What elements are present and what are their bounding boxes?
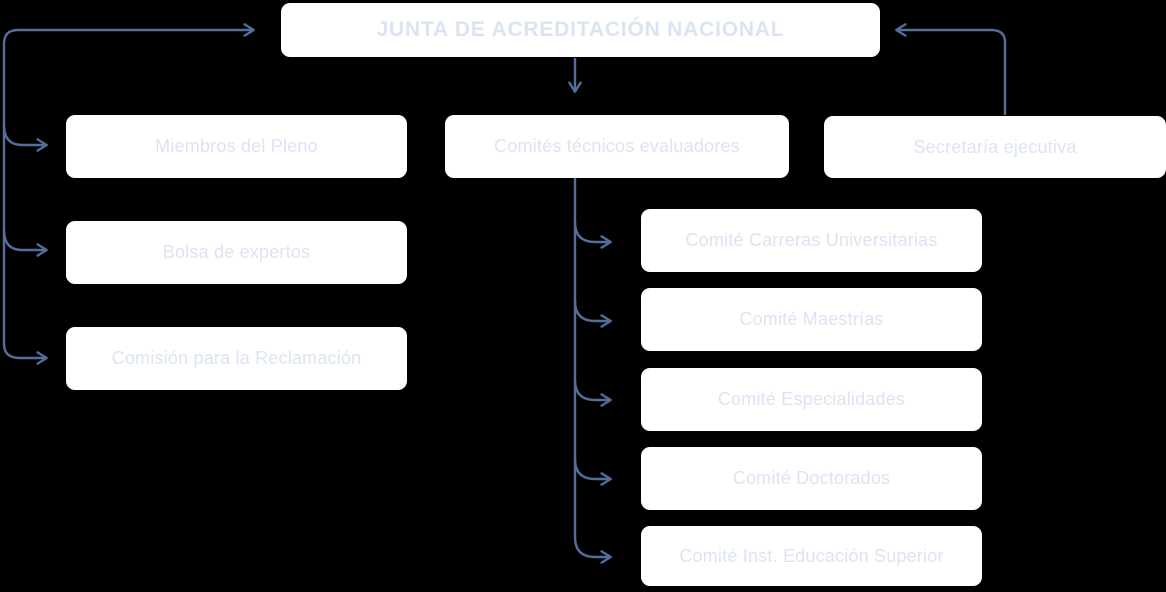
connector-right-up [895,23,1007,115]
node-junta-acreditacion-nacional: JUNTA DE ACREDITACIÓN NACIONAL [281,3,880,57]
node-comite-carreras-universitarias: Comité Carreras Universitarias [641,209,982,272]
connector-committee-branch-2 [573,300,612,328]
connector-committee-branch-4 [573,458,612,486]
node-comite-maestrias: Comité Maestrías [641,288,982,351]
node-bolsa-de-expertos: Bolsa de expertos [66,221,407,284]
node-comite-inst-educacion-superior: Comité Inst. Educación Superior [641,526,982,586]
node-miembros-del-pleno: Miembros del Pleno [66,115,407,178]
connector-center-spine [573,178,612,564]
connector-left-branch-1 [2,124,48,152]
node-comite-doctorados: Comité Doctorados [641,447,982,510]
node-secretaria-ejecutiva: Secretaría ejecutiva [824,116,1166,178]
connector-left-branch-2 [2,229,48,257]
node-comites-tecnicos-evaluadores: Comités técnicos evaluadores [445,115,789,178]
node-comite-especialidades: Comité Especialidades [641,368,982,431]
connector-committee-branch-3 [573,379,612,407]
node-comision-para-la-reclamacion: Comisión para la Reclamación [66,327,407,390]
connector-left-spine [2,23,255,365]
connector-committee-branch-1 [573,221,612,249]
